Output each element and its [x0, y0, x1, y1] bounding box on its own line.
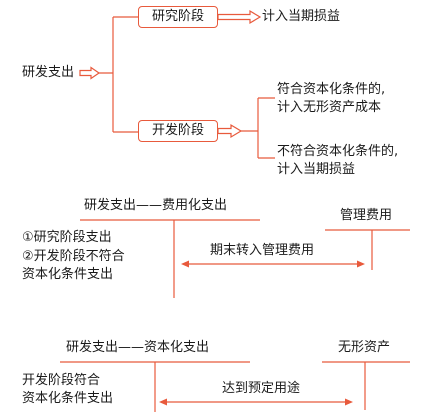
capitalized-account-title: 研发支出——资本化支出	[66, 340, 210, 355]
capitalized-arrowheads	[159, 398, 353, 406]
flow-connectors	[79, 9, 275, 159]
stage-bracket	[99, 16, 138, 133]
expensed-arrowhead-right	[357, 260, 365, 268]
root-arrow	[79, 66, 101, 80]
expensed-arrowheads	[181, 260, 365, 268]
expensed-account-title: 研发支出——费用化支出	[84, 198, 228, 213]
root-label: 研发支出	[22, 65, 75, 80]
expensed-debit-item-1: ①研究阶段支出	[22, 230, 112, 245]
non-capitalizable-outcome-line-2: 计入当期损益	[277, 162, 356, 177]
capitalized-debit-item-1: 开发阶段符合	[22, 373, 101, 388]
capitalized-arrowhead-left	[159, 398, 167, 406]
capitalized-transfer-label: 达到预定用途	[222, 381, 301, 396]
capitalizable-outcome-line-1: 符合资本化条件的,	[277, 82, 386, 97]
capitalized-t-account-lines	[60, 361, 410, 412]
development-arrow	[217, 123, 243, 139]
expensed-transfer-label: 期末转入管理费用	[210, 243, 315, 258]
capitalized-debit-item-2: 资本化条件支出	[22, 391, 114, 406]
research-arrow	[217, 9, 262, 25]
admin-expense-account-title: 管理费用	[340, 208, 393, 223]
expensed-arrowhead-left	[181, 260, 189, 268]
expensed-debit-item-2: ②开发阶段不符合	[22, 249, 125, 264]
capitalized-arrowhead-right	[345, 398, 353, 406]
expensed-debit-item-3: 资本化条件支出	[22, 267, 114, 282]
research-outcome: 计入当期损益	[262, 9, 341, 24]
development-stage-box: 开发阶段	[138, 120, 218, 142]
intangible-asset-account-title: 无形资产	[338, 340, 391, 355]
capitalizable-outcome-line-2: 计入无形资产成本	[277, 100, 382, 115]
expensed-t-account-lines	[80, 219, 410, 298]
non-capitalizable-outcome-line-1: 不符合资本化条件的,	[277, 144, 399, 159]
outcome-bracket	[241, 97, 275, 159]
research-stage-box: 研究阶段	[138, 6, 218, 28]
